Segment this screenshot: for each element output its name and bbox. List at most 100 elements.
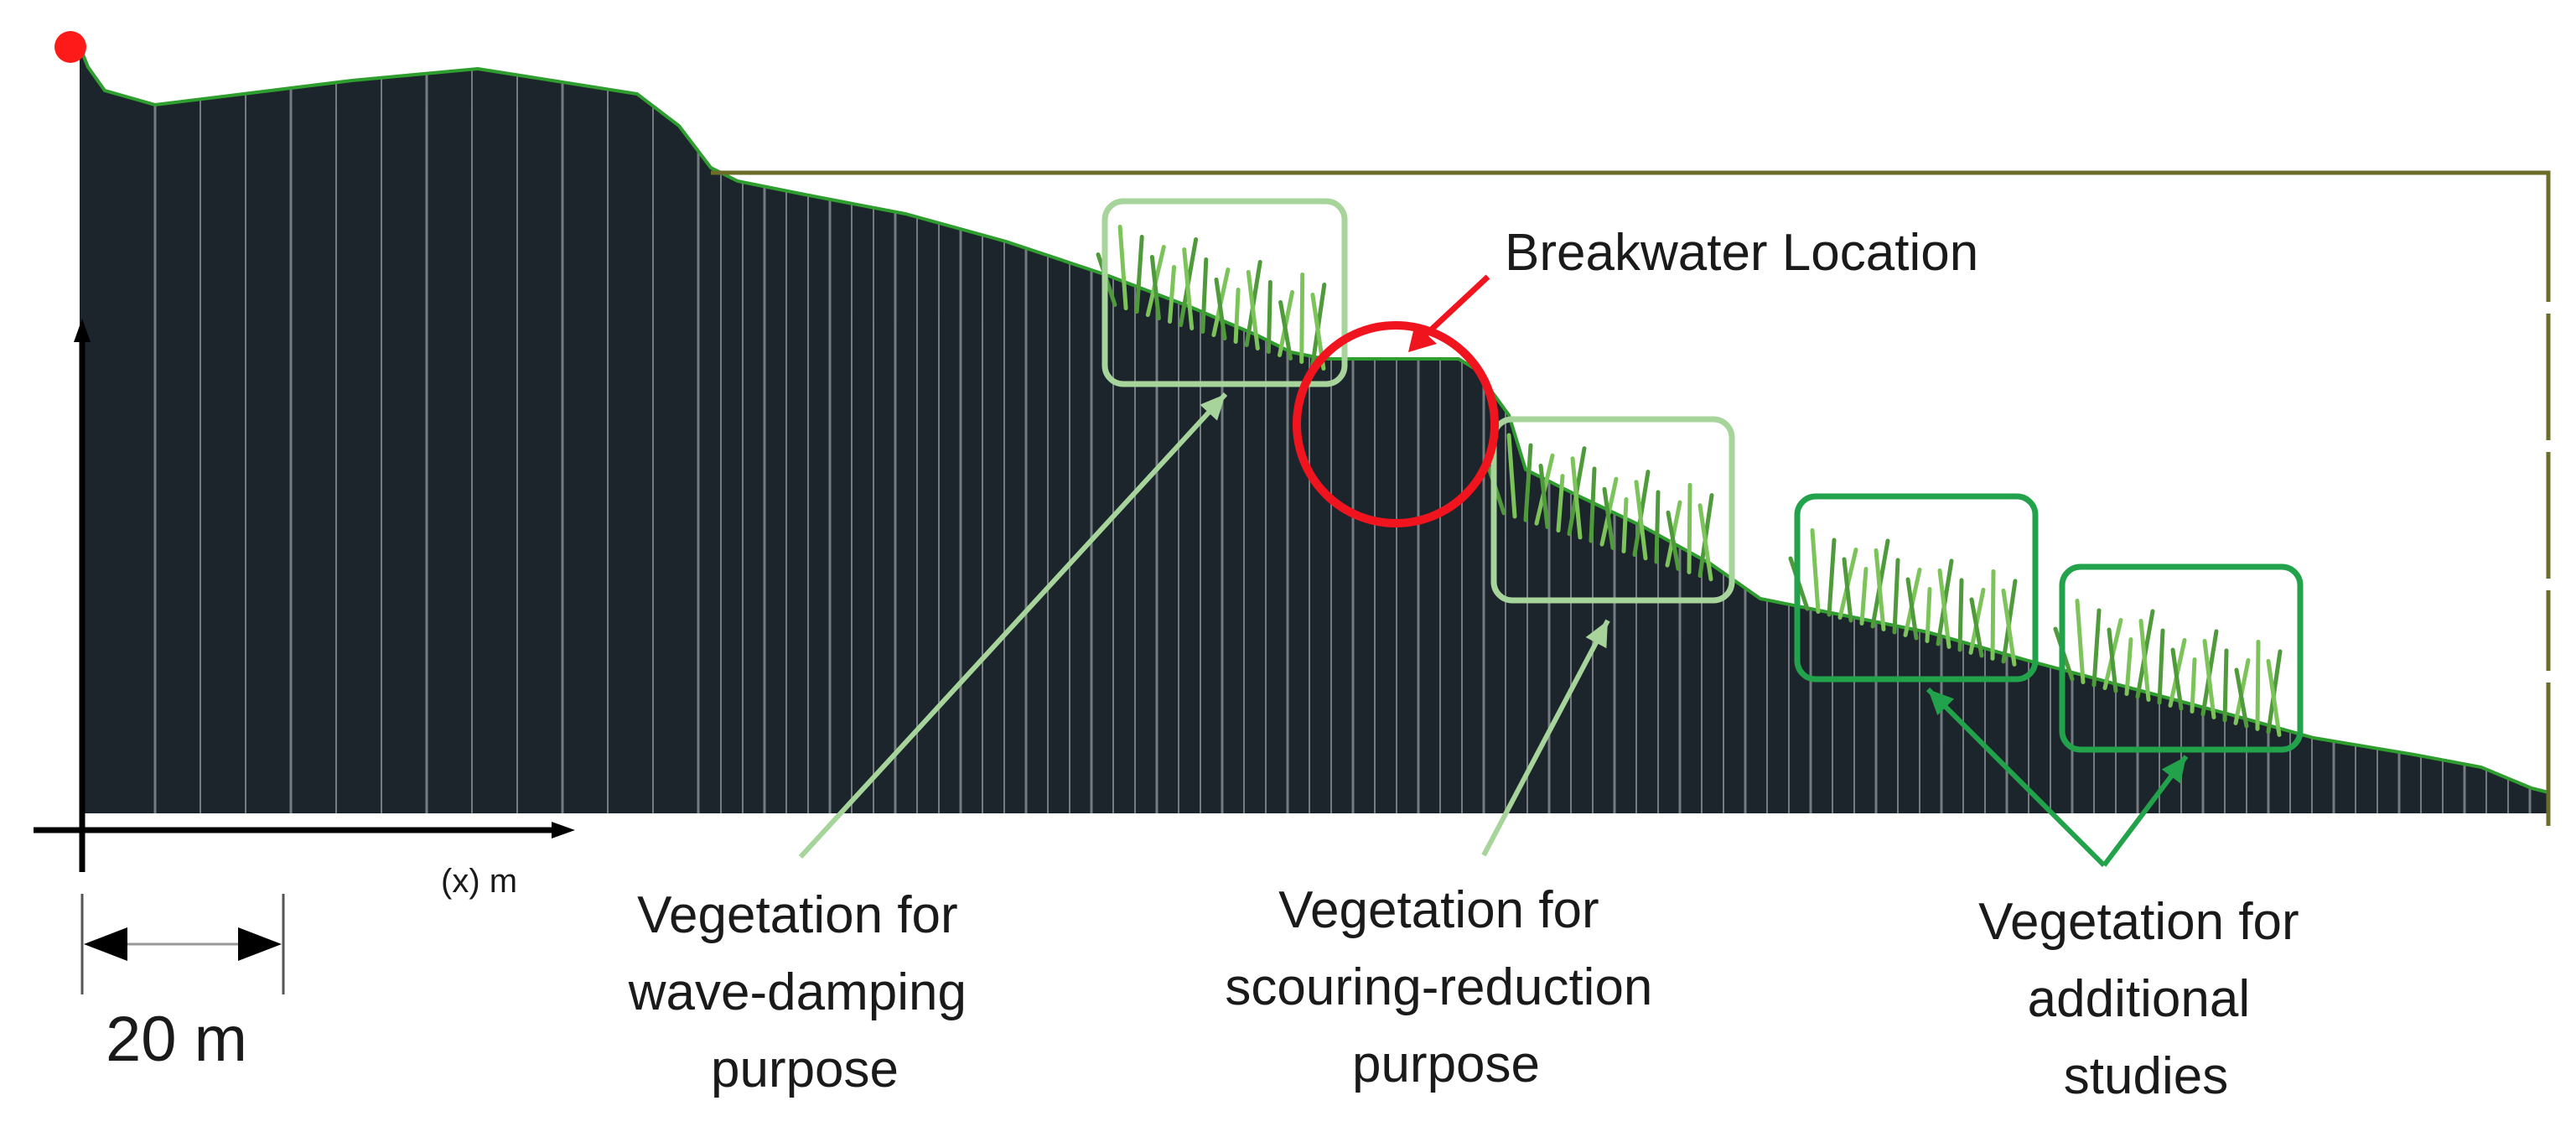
caption-scouring-line3: purpose	[1352, 1036, 1540, 1093]
grass-blade	[2234, 667, 2249, 729]
grass-blade	[1827, 537, 1837, 617]
grass-blade	[1969, 597, 1984, 658]
x-axis-label: (x) m	[441, 863, 517, 900]
breakwater-arrow	[1408, 274, 1490, 352]
grass-blade	[1278, 299, 1293, 361]
grass-blade	[1182, 247, 1195, 331]
grass-blade	[2107, 627, 2118, 693]
grass-blade	[2157, 628, 2165, 705]
vegetation-wave-damping	[1096, 198, 1348, 387]
grass-blade	[2255, 639, 2261, 731]
caption-scouring-line1: Vegetation for	[1278, 881, 1599, 939]
boundary-gap	[2542, 671, 2555, 683]
grass-blade	[1149, 255, 1161, 321]
grass-blade	[1299, 272, 1305, 364]
boundary-gap	[2542, 440, 2555, 452]
grass-blade	[2266, 658, 2282, 737]
x-axis-arrowhead	[552, 822, 575, 838]
scale-bar	[80, 894, 285, 994]
grass-blade	[1842, 557, 1853, 623]
grass-blade	[2170, 647, 2184, 711]
vegetation-scouring-reduction	[1485, 416, 1735, 604]
boundary-gap	[2542, 579, 2555, 590]
arrow-head	[1408, 324, 1437, 352]
grass-blade	[1602, 486, 1615, 550]
grass-blade	[2202, 638, 2216, 719]
axes	[34, 319, 575, 872]
grass-blade	[1925, 586, 1932, 643]
pointer-additional-right-head	[2161, 756, 2186, 784]
pointer-wave-damping-shaft	[798, 392, 1228, 859]
grass-blade	[2075, 599, 2086, 685]
grass-blade	[1168, 265, 1176, 324]
breakwater-label: Breakwater Location	[1505, 224, 1978, 282]
terrain-profile	[80, 46, 2548, 813]
grass-blade	[1134, 235, 1144, 314]
caption-scouring-line2: scouring-reduction	[1225, 958, 1652, 1016]
caption-additional-line2: additional	[2028, 970, 2250, 1028]
grass-blade	[1810, 528, 1821, 615]
grass-blade	[1905, 577, 1919, 641]
caption-pointers	[798, 392, 2189, 868]
vegetation-additional-studies-1	[1788, 493, 2039, 683]
vegetation-box	[1794, 493, 2039, 683]
grass-blade	[1266, 279, 1272, 354]
grass-blade	[1117, 225, 1128, 311]
grass-blade	[1874, 548, 1886, 631]
arrow-shaft	[1423, 274, 1490, 338]
caption-wave-damping-line1: Vegetation for	[637, 886, 958, 944]
caption-additional-studies: Vegetation for additional studies	[1978, 893, 2314, 1105]
scale-bar-right-arrowhead	[238, 927, 282, 961]
caption-wave-damping-line3: purpose	[711, 1041, 899, 1098]
grass-blade	[1589, 466, 1597, 543]
pointer-wave-damping-head	[1200, 394, 1226, 421]
pointer-additional-left-head	[1928, 689, 1955, 716]
grass-blade	[1634, 480, 1648, 561]
grass-blade	[1937, 568, 1951, 649]
vegetation-box	[1101, 198, 1348, 387]
right-boundary-dashes	[2542, 302, 2555, 683]
grass-blade	[1666, 510, 1681, 571]
caption-additional-line3: studies	[2064, 1047, 2228, 1105]
grass-blade	[1859, 566, 1869, 626]
vegetation-box	[2059, 563, 2304, 753]
grass-blade	[2001, 588, 2017, 667]
grass-blade	[1538, 463, 1550, 529]
grass-blade	[2091, 608, 2102, 688]
grass-blade	[2138, 618, 2151, 702]
caption-scouring-reduction: Vegetation for scouring-reduction purpos…	[1225, 881, 1666, 1093]
vegetation-box	[1490, 416, 1735, 604]
grass-blade	[1556, 474, 1565, 533]
scale-bar-left-arrowhead	[84, 927, 127, 961]
grass-blade	[1654, 490, 1661, 564]
grass-blade	[1246, 269, 1260, 350]
y-axis-arrowhead	[74, 319, 91, 342]
grass-blade	[1506, 433, 1517, 519]
grass-blade	[1523, 443, 1533, 522]
pointer-scouring-reduction-shaft	[1481, 619, 1610, 857]
caption-wave-damping-line2: wave-damping	[628, 963, 967, 1021]
grass-blade	[2222, 648, 2229, 723]
grass-blade	[1687, 482, 1692, 574]
grass-blade	[2124, 636, 2133, 696]
grass-blade	[1233, 287, 1241, 344]
caption-additional-line1: Vegetation for	[1978, 893, 2299, 951]
grass-blade	[1570, 456, 1583, 540]
pointer-scouring-reduction-head	[1585, 620, 1608, 649]
vegetation-additional-studies-2	[2053, 563, 2304, 753]
grass-blade	[1621, 497, 1629, 554]
start-point-marker	[54, 31, 86, 63]
grass-blade	[1200, 257, 1209, 335]
scale-bar-label: 20 m	[106, 1004, 247, 1075]
grass-blade	[1957, 578, 1964, 652]
grass-blade	[1697, 503, 1713, 582]
grass-blade	[1892, 558, 1900, 635]
grass-blade	[1214, 278, 1227, 340]
boundary-gap	[2542, 302, 2555, 314]
caption-wave-damping: Vegetation for wave-damping purpose	[628, 886, 981, 1098]
grass-blade	[2190, 657, 2197, 714]
water-level-line	[711, 170, 2551, 826]
pointer-additional-left-shaft	[1926, 687, 2107, 868]
breakwater-circle	[1293, 321, 1499, 527]
